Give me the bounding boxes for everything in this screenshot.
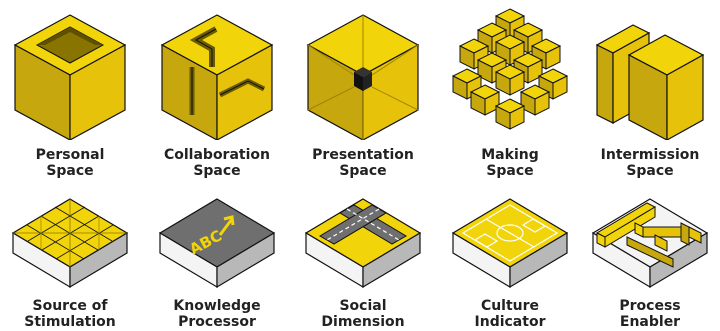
crossroads-icon	[304, 198, 422, 289]
pyramid-field-icon	[11, 198, 129, 289]
split-slabs-icon	[595, 24, 705, 140]
abc-board-icon: ABC	[158, 198, 276, 289]
soccer-field-icon	[451, 198, 569, 289]
maze-icon	[591, 198, 709, 289]
inner-cube-icon	[306, 14, 420, 140]
cube-cluster-icon	[452, 8, 568, 130]
interlocking-blocks-icon	[160, 14, 274, 140]
up-arrow-icon	[218, 215, 235, 236]
hollow-top-cube-icon	[13, 14, 127, 140]
